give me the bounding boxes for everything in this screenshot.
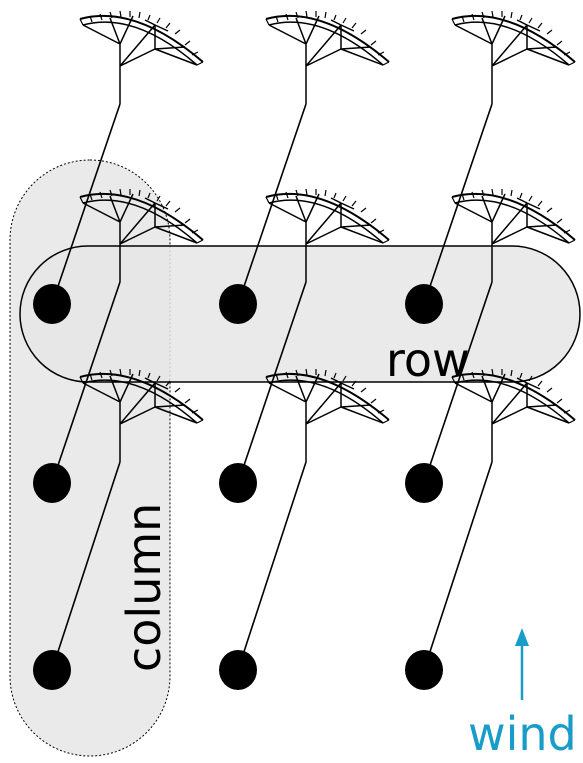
tether-line [237,461,307,671]
ground-station-icon [405,284,443,324]
tether-line [423,461,493,671]
wind-label: wind [468,707,577,761]
kite-canopy-icon [451,10,576,105]
ground-station-icon [219,650,257,690]
ground-station-icon [405,463,443,503]
ground-station-icon [219,284,257,324]
wind-arrow-icon [515,628,529,700]
ground-station-icon [33,463,71,503]
ground-station-icon [219,463,257,503]
column-label: column [117,503,171,672]
ground-station-icon [33,650,71,690]
kite-canopy-icon [451,368,576,463]
row-highlight [19,245,581,383]
kite-canopy-icon [265,10,390,105]
tether-line [51,461,121,671]
kite-canopy-icon [265,368,390,463]
ground-station-icon [33,284,71,324]
row-label: row [386,333,470,387]
ground-station-icon [405,650,443,690]
kite-canopy-icon [79,10,204,105]
